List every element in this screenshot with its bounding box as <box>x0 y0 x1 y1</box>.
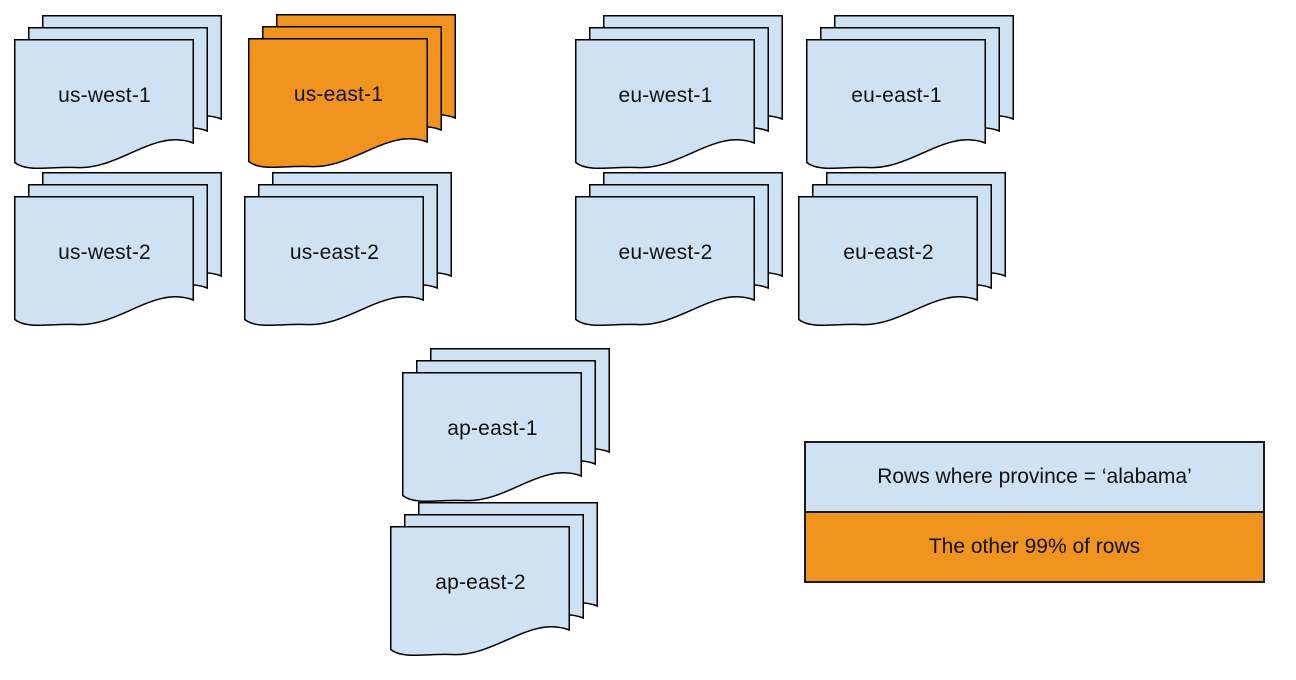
legend-row-other-rows: The other 99% of rows <box>806 513 1263 581</box>
region-stack-ap-east-1: ap-east-1 <box>402 348 612 505</box>
region-stack-us-east-2: us-east-2 <box>244 172 454 329</box>
document-stack-icon <box>14 15 224 172</box>
document-stack-icon <box>806 15 1016 172</box>
region-stack-eu-west-1: eu-west-1 <box>575 15 785 172</box>
document-stack-icon <box>244 172 454 329</box>
region-stack-eu-east-2: eu-east-2 <box>798 172 1008 329</box>
document-stack-icon <box>575 172 785 329</box>
region-stack-us-east-1: us-east-1 <box>248 14 458 171</box>
legend-label: The other 99% of rows <box>928 535 1141 558</box>
document-stack-icon <box>575 15 785 172</box>
document-stack-icon <box>798 172 1008 329</box>
document-stack-icon <box>402 348 612 505</box>
document-stack-icon <box>248 14 458 171</box>
legend-label: Rows where province = ‘alabama’ <box>877 465 1192 488</box>
region-stack-us-west-2: us-west-2 <box>14 172 224 329</box>
legend-row-alabama: Rows where province = ‘alabama’ <box>806 443 1263 513</box>
region-stack-ap-east-2: ap-east-2 <box>390 502 600 659</box>
document-stack-icon <box>390 502 600 659</box>
region-stack-eu-west-2: eu-west-2 <box>575 172 785 329</box>
document-stack-icon <box>14 172 224 329</box>
legend-box: Rows where province = ‘alabama’ The othe… <box>804 441 1265 583</box>
region-stack-eu-east-1: eu-east-1 <box>806 15 1016 172</box>
region-stack-us-west-1: us-west-1 <box>14 15 224 172</box>
